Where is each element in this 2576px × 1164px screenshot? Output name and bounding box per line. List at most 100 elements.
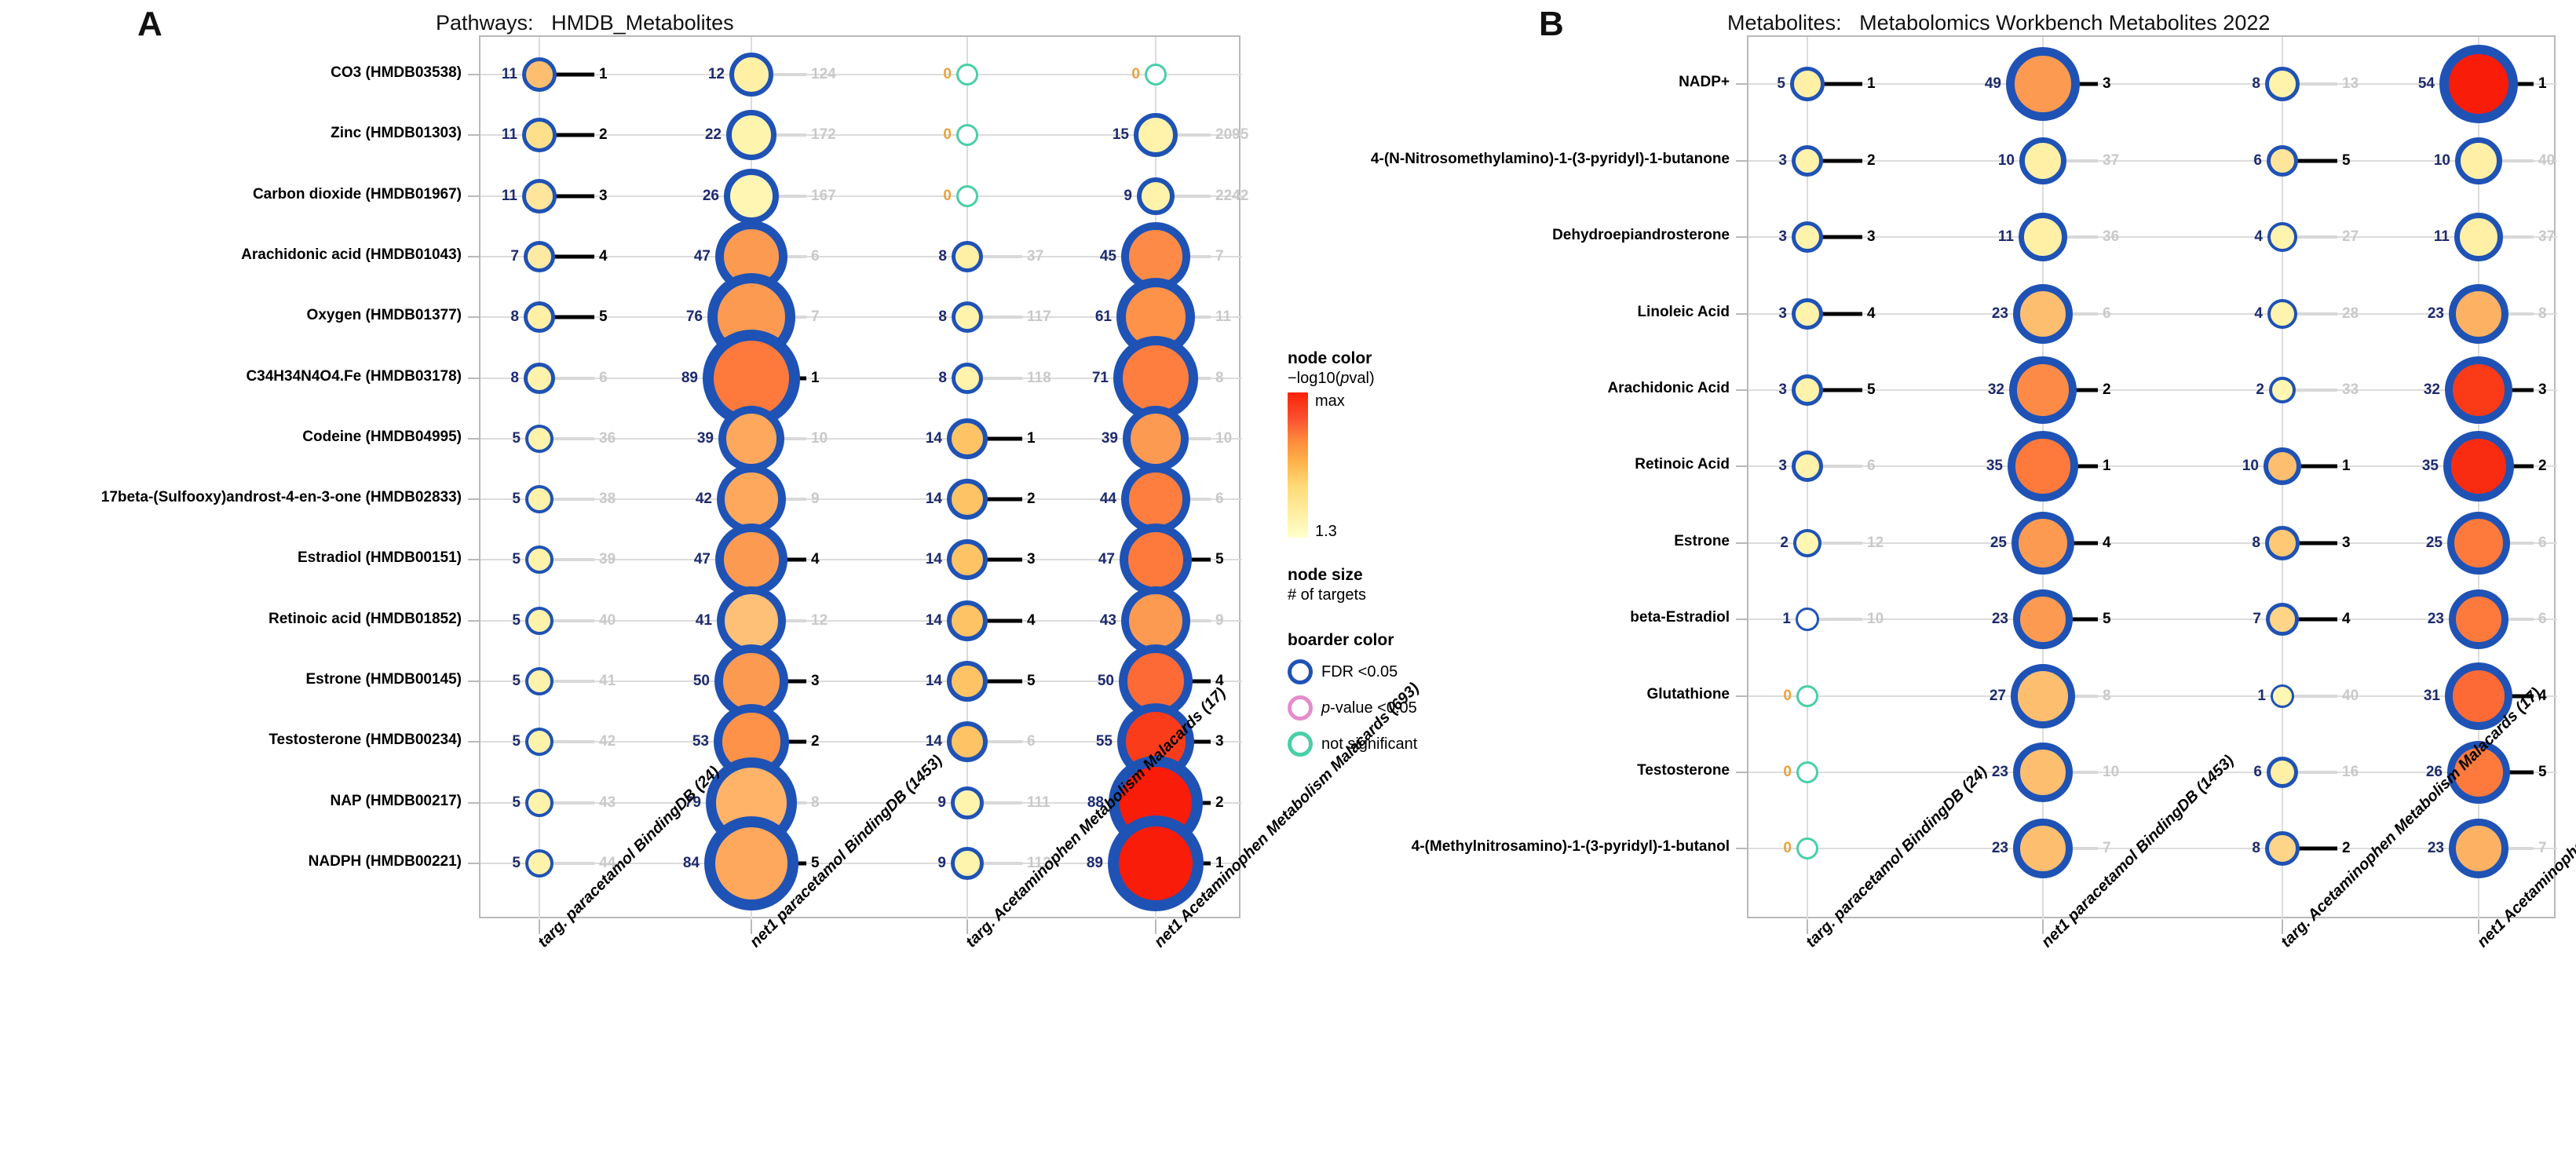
target-count: 3 <box>1778 458 1787 475</box>
enrichment-node[interactable] <box>1796 608 1819 632</box>
enrichment-node[interactable] <box>522 118 557 153</box>
rank-value: 43 <box>599 794 616 811</box>
panel-a-title-prefix: Pathways: <box>436 11 534 35</box>
target-count: 23 <box>1991 840 2008 857</box>
x-axis-tick <box>2042 920 2044 934</box>
enrichment-node[interactable] <box>952 240 983 272</box>
enrichment-node[interactable] <box>2454 213 2503 262</box>
enrichment-node[interactable] <box>956 184 978 207</box>
enrichment-node[interactable] <box>1145 63 1167 86</box>
enrichment-node[interactable] <box>947 661 988 702</box>
enrichment-node[interactable] <box>2006 47 2080 122</box>
enrichment-node[interactable] <box>2008 431 2078 502</box>
rank-connector <box>967 376 1022 380</box>
enrichment-node[interactable] <box>2445 356 2512 424</box>
enrichment-node[interactable] <box>704 816 798 911</box>
enrichment-node[interactable] <box>1134 113 1178 158</box>
enrichment-node[interactable] <box>525 546 554 575</box>
enrichment-node[interactable] <box>2009 356 2077 424</box>
enrichment-node[interactable] <box>2266 603 2299 637</box>
enrichment-node[interactable] <box>1793 528 1821 557</box>
enrichment-node[interactable] <box>947 539 988 581</box>
enrichment-node[interactable] <box>525 485 554 514</box>
enrichment-node[interactable] <box>1792 451 1823 483</box>
enrichment-node[interactable] <box>2013 589 2073 650</box>
enrichment-node[interactable] <box>1792 297 1823 330</box>
enrichment-node[interactable] <box>947 479 988 520</box>
enrichment-node[interactable] <box>1137 177 1175 215</box>
enrichment-node[interactable] <box>1790 67 1825 102</box>
enrichment-node[interactable] <box>2439 45 2518 124</box>
enrichment-node[interactable] <box>952 301 983 334</box>
enrichment-node[interactable] <box>952 362 983 394</box>
enrichment-node[interactable] <box>729 52 773 97</box>
y-axis-tick <box>468 377 480 379</box>
enrichment-node[interactable] <box>2269 377 2296 403</box>
enrichment-node[interactable] <box>2267 757 2298 788</box>
enrichment-node[interactable] <box>2271 684 2294 708</box>
enrichment-node[interactable] <box>951 847 984 881</box>
enrichment-node[interactable] <box>525 728 554 757</box>
enrichment-node[interactable] <box>947 418 988 459</box>
enrichment-node[interactable] <box>714 644 788 719</box>
enrichment-node[interactable] <box>2265 831 2300 867</box>
enrichment-node[interactable] <box>525 849 554 878</box>
legend: node color −log10(pval) max 1.3 node siz… <box>1288 349 1417 757</box>
enrichment-node[interactable] <box>2011 511 2074 575</box>
enrichment-node[interactable] <box>2267 144 2298 177</box>
enrichment-node[interactable] <box>2265 67 2300 102</box>
enrichment-node[interactable] <box>2443 431 2514 502</box>
enrichment-node[interactable] <box>2265 525 2300 560</box>
legend-node-size-subtitle: # of targets <box>1288 586 1367 604</box>
x-axis-tick <box>539 920 540 934</box>
enrichment-node[interactable] <box>522 57 557 92</box>
rank-value: 11 <box>1215 308 1232 326</box>
enrichment-node[interactable] <box>2449 283 2508 344</box>
enrichment-node[interactable] <box>2449 589 2508 650</box>
rank-value: 37 <box>2103 151 2120 169</box>
enrichment-node[interactable] <box>522 178 557 213</box>
enrichment-node[interactable] <box>2019 137 2066 184</box>
enrichment-node[interactable] <box>2455 137 2502 184</box>
enrichment-node[interactable] <box>2013 743 2073 802</box>
enrichment-node[interactable] <box>726 110 776 161</box>
enrichment-node[interactable] <box>524 240 555 272</box>
enrichment-node[interactable] <box>2264 447 2301 486</box>
rank-value: 2 <box>1215 794 1224 811</box>
enrichment-node[interactable] <box>1792 221 1823 254</box>
enrichment-node[interactable] <box>1796 684 1818 707</box>
enrichment-node[interactable] <box>525 606 554 635</box>
enrichment-node[interactable] <box>947 721 988 763</box>
enrichment-node[interactable] <box>1792 374 1823 406</box>
enrichment-node[interactable] <box>2445 662 2512 730</box>
enrichment-node[interactable] <box>947 600 988 641</box>
x-axis-tick <box>2478 920 2479 934</box>
enrichment-node[interactable] <box>2447 511 2510 575</box>
enrichment-node[interactable] <box>525 667 554 696</box>
enrichment-node[interactable] <box>1796 837 1818 860</box>
enrichment-node[interactable] <box>2267 222 2297 253</box>
enrichment-node[interactable] <box>2447 741 2510 804</box>
enrichment-node[interactable] <box>525 788 554 817</box>
target-count: 22 <box>704 126 722 144</box>
enrichment-node[interactable] <box>951 786 984 819</box>
enrichment-node[interactable] <box>2013 819 2073 879</box>
enrichment-node[interactable] <box>1792 144 1823 177</box>
enrichment-node[interactable] <box>724 168 779 224</box>
enrichment-node[interactable] <box>956 63 978 86</box>
legend-border-label-notsig: not significant <box>1321 735 1418 753</box>
enrichment-node[interactable] <box>1796 761 1818 783</box>
rank-connector <box>539 680 594 684</box>
enrichment-node[interactable] <box>2449 819 2508 879</box>
enrichment-node[interactable] <box>2013 283 2073 344</box>
enrichment-node[interactable] <box>1108 816 1204 912</box>
enrichment-node[interactable] <box>2019 213 2067 262</box>
enrichment-node[interactable] <box>524 301 555 334</box>
enrichment-node[interactable] <box>524 362 555 394</box>
enrichment-node[interactable] <box>525 424 554 453</box>
enrichment-node[interactable] <box>2267 298 2297 329</box>
enrichment-node[interactable] <box>956 124 978 147</box>
rank-value: 33 <box>2342 381 2359 398</box>
enrichment-node[interactable] <box>2011 663 2075 728</box>
enrichment-node[interactable] <box>717 586 786 655</box>
